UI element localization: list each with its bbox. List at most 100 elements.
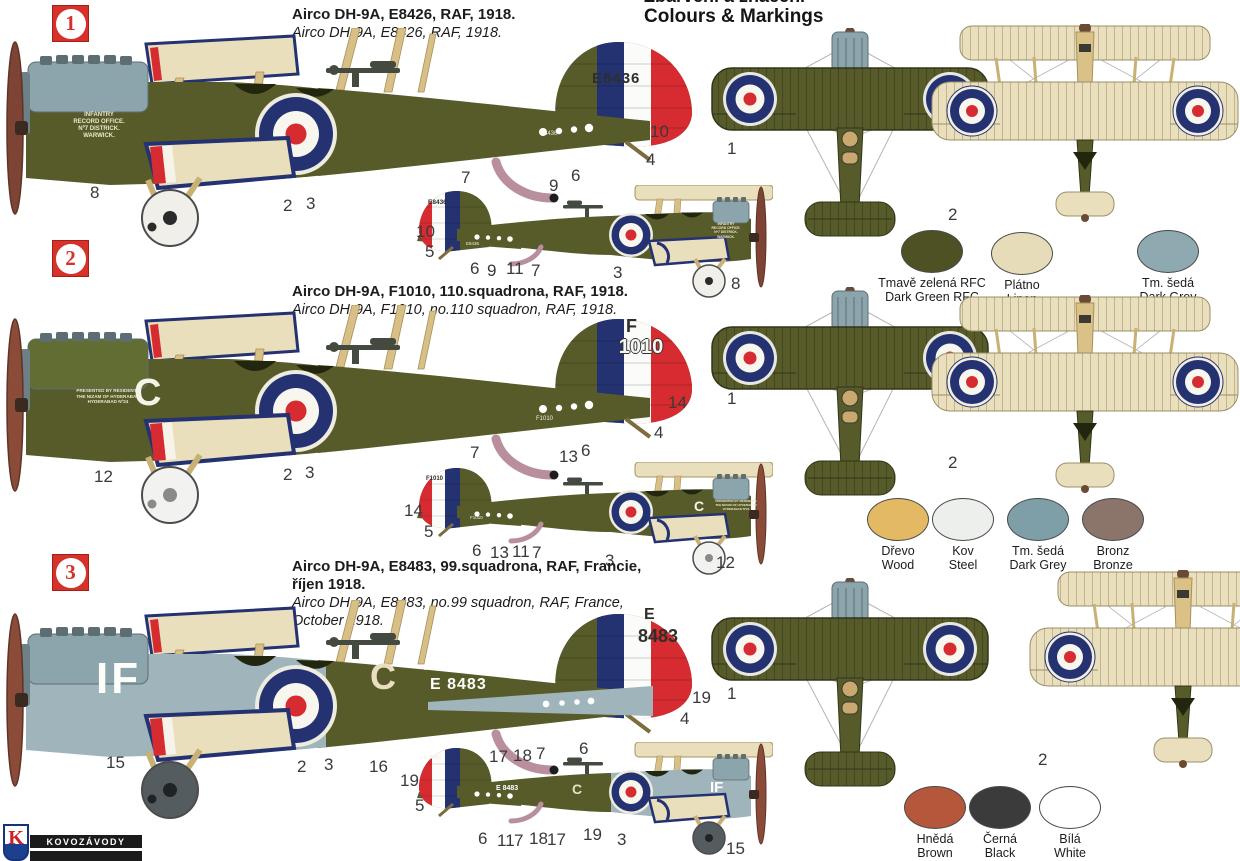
scheme-1-caption-cs: Airco DH-9A, E8426, RAF, 1918. <box>292 6 516 23</box>
swatch-label-cs: Dřevo <box>881 544 915 558</box>
swatch-color <box>1137 230 1199 273</box>
swatch-label-cs: Bronz <box>1096 544 1130 558</box>
swatch-color <box>901 230 963 273</box>
view-label: 1 <box>727 139 737 158</box>
callout-number: 7 <box>536 744 546 763</box>
scheme-3-bottom-view <box>1028 570 1240 770</box>
callout-number: 5 <box>425 242 435 261</box>
scheme-2-bottom-view <box>930 295 1240 495</box>
scheme-2-caption-cs: Airco DH-9A, F1010, 110.squadrona, RAF, … <box>292 283 628 300</box>
callout-number: 6 <box>581 441 591 460</box>
swatch-dark-grey: Tm. šedá Dark Grey <box>1103 230 1233 304</box>
swatch-brown: Hnědá Brown <box>870 786 1000 860</box>
swatch-color <box>1082 498 1144 541</box>
scheme-2-caption: Airco DH-9A, F1010, 110.squadrona, RAF, … <box>292 283 652 319</box>
callout-number: 2 <box>283 465 293 484</box>
swatch-label-en: Brown <box>917 846 953 860</box>
swatch-color <box>1039 786 1101 829</box>
callout-number: 17 <box>489 747 508 766</box>
callout-number: 7 <box>461 168 471 187</box>
callout-number: 18 <box>513 746 532 765</box>
callout-number: 6 <box>478 829 488 848</box>
swatch-wood: Dřevo Wood <box>833 498 963 572</box>
callout-number: 14 <box>404 501 423 520</box>
scheme-2-badge: 2 <box>52 240 89 277</box>
swatch-label-cs: Hnědá <box>916 832 954 846</box>
callout-number: 9 <box>549 176 559 195</box>
callout-number: 2 <box>283 196 293 215</box>
callout-number: 11 <box>497 831 515 850</box>
callout-number: 11 <box>506 259 524 278</box>
callout-number: 19 <box>400 771 419 790</box>
callout-number: 8 <box>731 274 741 293</box>
swatch-label-en: White <box>1054 846 1086 860</box>
callout-number: 19 <box>583 825 602 844</box>
scheme-3-badge: 3 <box>52 554 89 591</box>
swatch-label-cs: Černá <box>982 832 1018 846</box>
swatch-color <box>969 786 1031 829</box>
callout-number: 3 <box>306 194 316 213</box>
callout-number: 15 <box>106 753 125 772</box>
callout-number: 3 <box>324 755 334 774</box>
brand-shield-logo: K <box>3 824 29 861</box>
view-label: 2 <box>1038 750 1048 769</box>
swatch-bronze: Bronz Bronze <box>1048 498 1178 572</box>
callout-number: 18 <box>529 829 548 848</box>
scheme-3-top-view <box>711 578 989 787</box>
swatch-dark-grey-2: Tm. šedá Dark Grey <box>973 498 1103 572</box>
view-label: 1 <box>727 684 737 703</box>
swatch-label-cs: Tmavě zelená RFC <box>878 276 986 290</box>
swatch-label-en: Steel <box>948 558 978 572</box>
callout-number: 7 <box>470 443 480 462</box>
callout-number: 16 <box>369 757 388 776</box>
sheet-title: Colours & Markings <box>644 6 824 27</box>
view-label: 2 <box>948 205 958 224</box>
scheme-3-grey-tailcone <box>428 686 653 716</box>
swatch-color <box>932 498 994 541</box>
swatch-label-cs: Kov <box>952 544 974 558</box>
scheme-2-caption-en: Airco DH-9A, F1010, no.110 squadron, RAF… <box>292 302 618 318</box>
callout-number: 6 <box>579 739 589 758</box>
callout-number: 8 <box>90 183 100 202</box>
swatch-label-en: Bronze <box>1093 558 1133 572</box>
swatch-label-cs: Plátno <box>1004 278 1040 292</box>
callout-number: 5 <box>415 796 425 815</box>
swatch-label-en: Black <box>984 846 1016 860</box>
callout-number: 4 <box>646 150 656 169</box>
callout-number: 4 <box>680 709 690 728</box>
swatch-color <box>867 498 929 541</box>
brand-name-bar: KOVOZÁVODY <box>30 835 142 848</box>
callout-number: 12 <box>716 553 735 572</box>
view-label: 1 <box>727 389 737 408</box>
callout-number: 14 <box>668 393 687 412</box>
swatch-black: Černá Black <box>935 786 1065 860</box>
scheme-1-badge: 1 <box>52 5 89 42</box>
swatch-color <box>904 786 966 829</box>
scheme-3-caption-en: Airco DH-9A, E8483, no.99 squadron, RAF,… <box>292 595 624 629</box>
scheme-3-caption: Airco DH-9A, E8483, 99.squadrona, RAF, F… <box>292 558 642 630</box>
callout-number: 7 <box>514 831 524 850</box>
view-label: 2 <box>948 453 958 472</box>
swatch-color <box>1007 498 1069 541</box>
callout-number: 2 <box>297 757 307 776</box>
callout-number: 6 <box>472 541 482 560</box>
swatch-steel: Kov Steel <box>898 498 1028 572</box>
callout-number: 13 <box>490 543 509 562</box>
callout-number: 10 <box>650 122 669 141</box>
callout-number: 19 <box>692 688 711 707</box>
callout-number: 6 <box>571 166 581 185</box>
callout-number: 5 <box>424 522 434 541</box>
callout-number: 10 <box>416 222 435 241</box>
callout-number: 7 <box>532 543 542 562</box>
callout-number: 15 <box>726 839 745 858</box>
scheme-1-bottom-view <box>930 24 1240 224</box>
swatch-label-en: Dark Green RFC <box>885 290 979 304</box>
callout-number: 3 <box>605 551 615 570</box>
callout-number: 9 <box>487 261 497 280</box>
callout-number: 11 <box>512 542 530 561</box>
callout-number: 3 <box>305 463 315 482</box>
callout-number: 3 <box>613 263 623 282</box>
swatch-dark-green-rfc: Tmavě zelená RFC Dark Green RFC <box>867 230 997 304</box>
callout-number: 3 <box>617 830 627 849</box>
